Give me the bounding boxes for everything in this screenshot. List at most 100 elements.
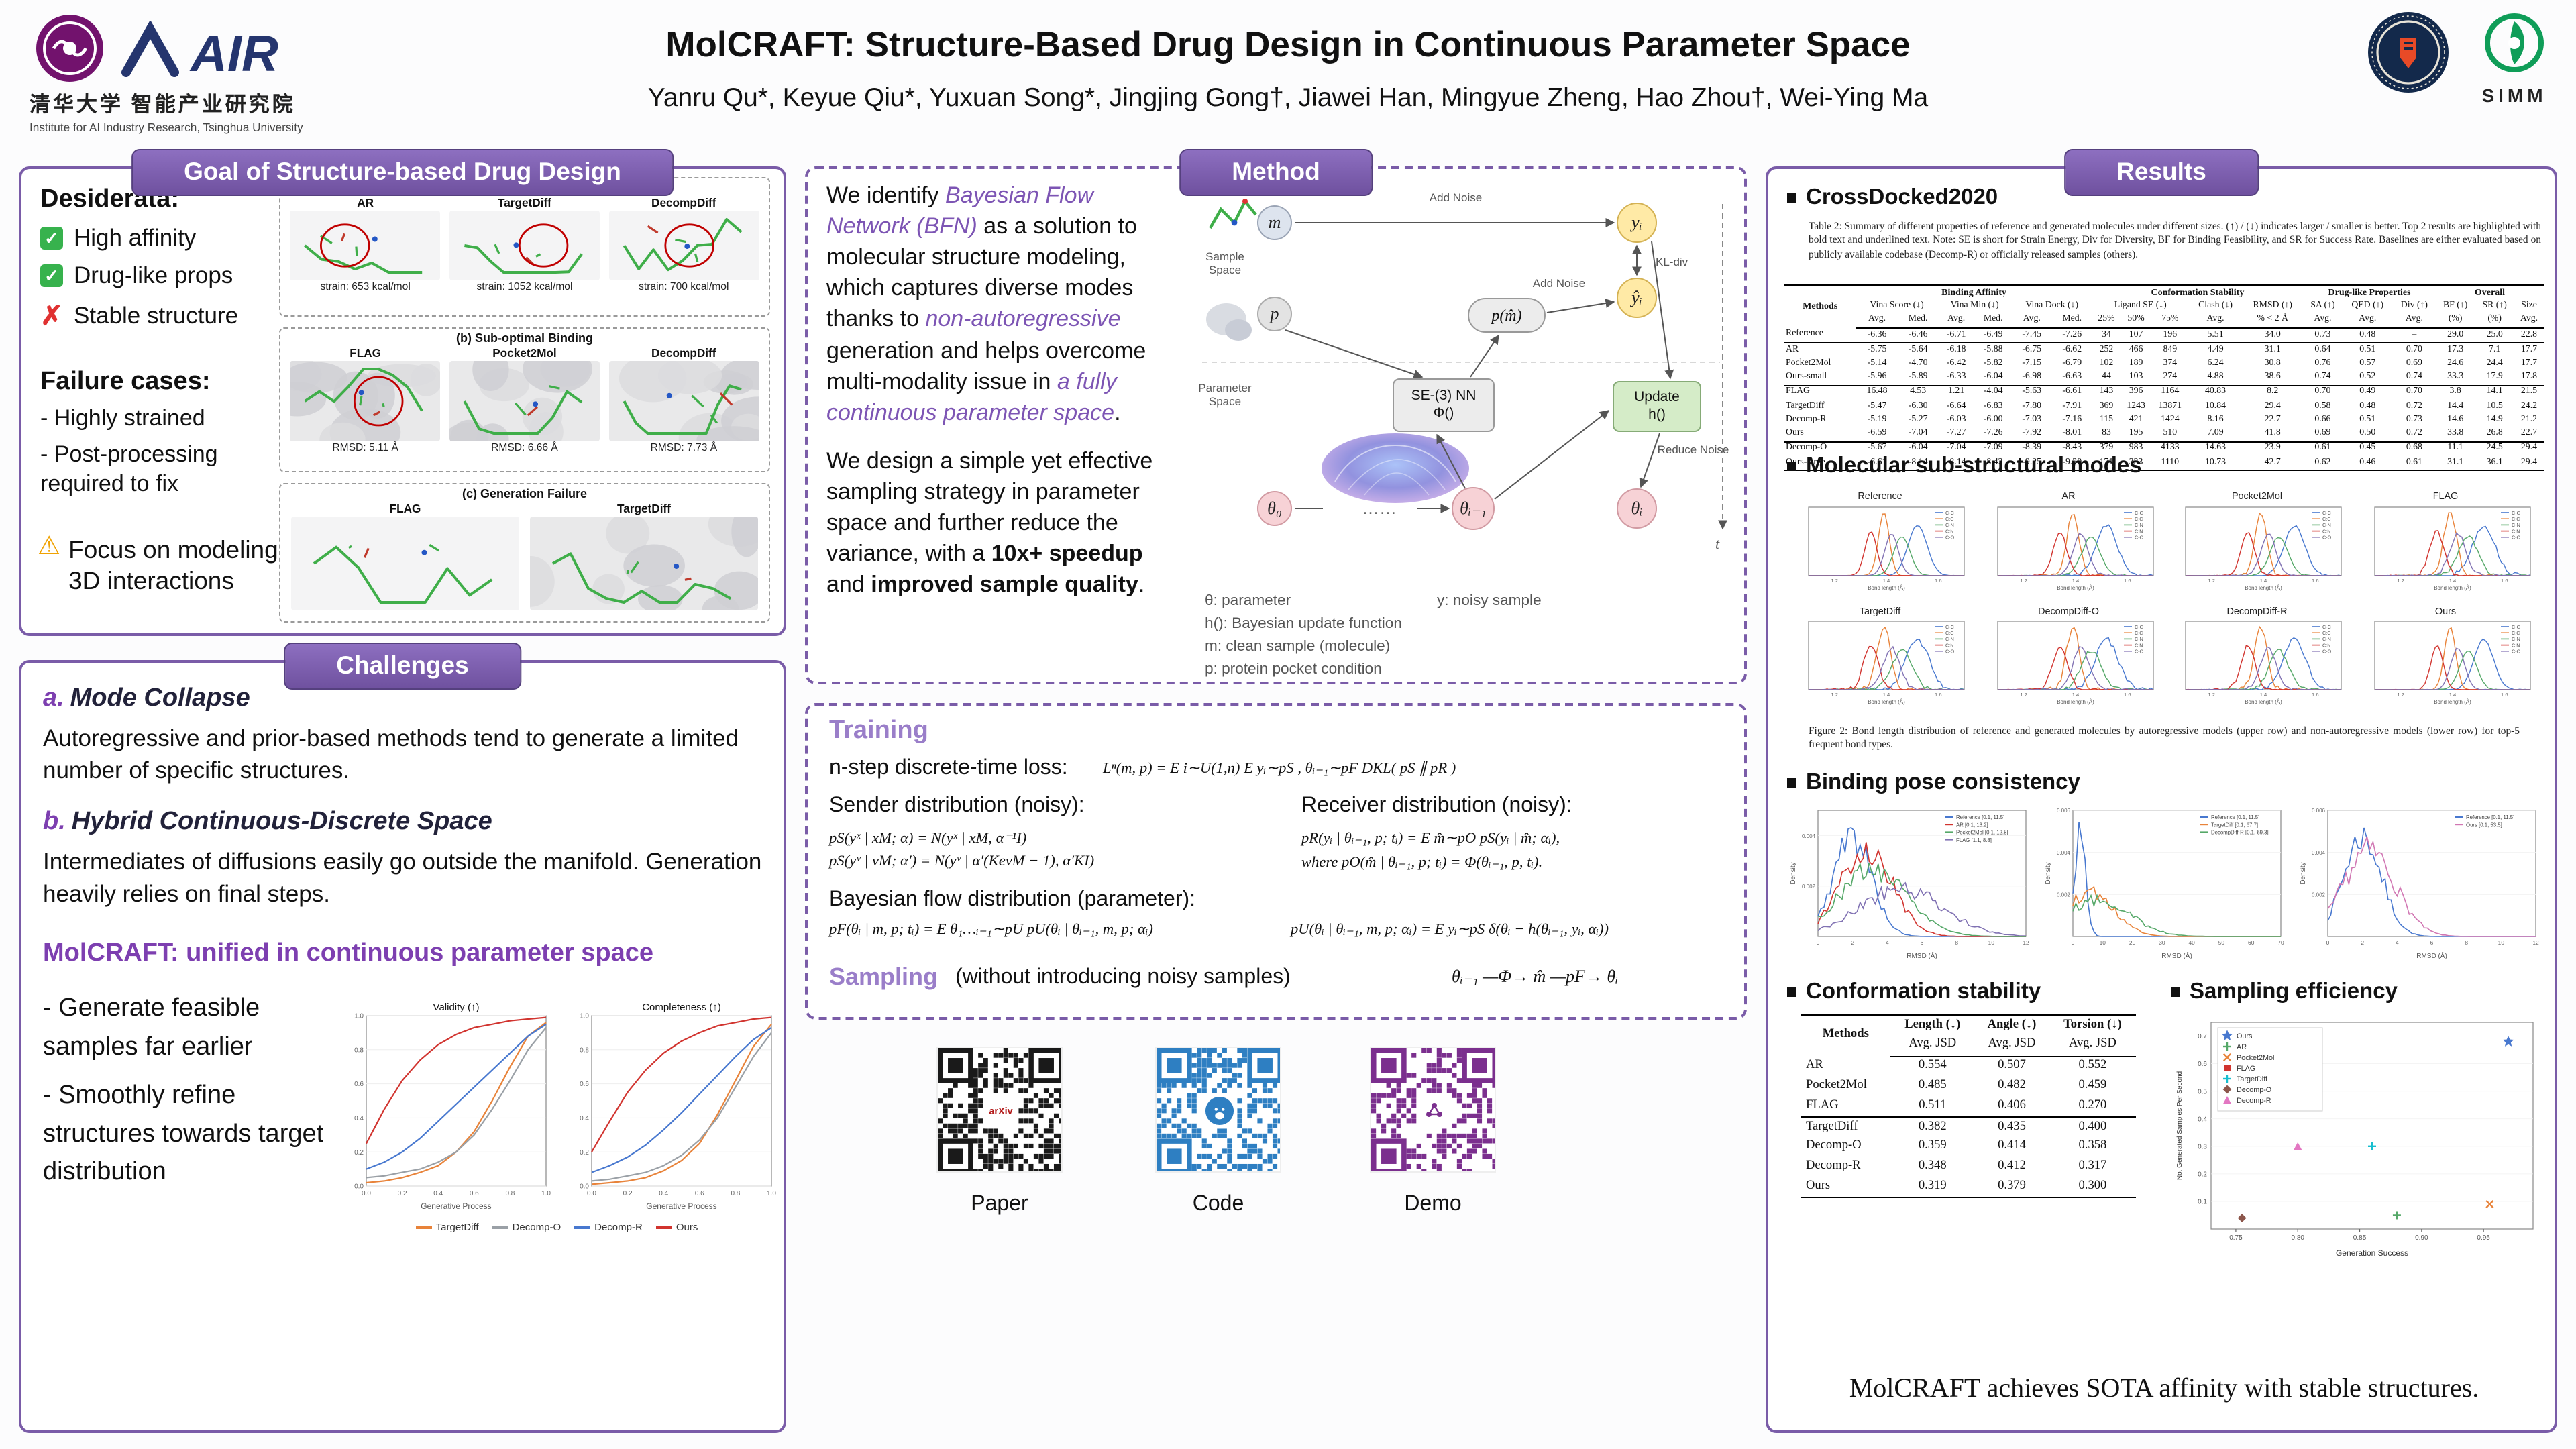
challenge-b-title: Hybrid Continuous-Discrete Space: [71, 808, 492, 836]
qr-code-label: Code: [1192, 1193, 1244, 1216]
table-cell: 0.69: [2406, 358, 2422, 368]
table-cell-method: FLAG: [1806, 1098, 1839, 1112]
table-cell-method: TargetDiff: [1786, 400, 1825, 411]
table-cell: 0.300: [2049, 1177, 2136, 1199]
table-cell: 4.88: [2207, 372, 2224, 382]
svg-text:Bond length (Å): Bond length (Å): [2057, 584, 2094, 590]
code-qr-code: [1155, 1046, 1283, 1174]
method-paragraph-1: We identify Bayesian Flow Network (BFN) …: [826, 180, 1183, 428]
molecule-image: [449, 211, 600, 281]
table-cell: 24.2: [2520, 400, 2538, 411]
table-cell: 23.9: [2242, 441, 2304, 456]
table-header-cell: Avg. JSD: [1890, 1035, 1975, 1057]
svg-text:C-O: C-O: [2512, 649, 2521, 655]
panel-title: DecompDiff-O: [2038, 604, 2099, 617]
legend-swatch: [492, 1226, 508, 1228]
svg-text:RMSD (Å): RMSD (Å): [1907, 951, 1937, 960]
svg-text:C-C: C-C: [2135, 624, 2143, 630]
section-crossdocked: CrossDocked2020: [1787, 185, 1998, 211]
table-cell: 0.70: [2392, 384, 2436, 400]
svg-text:C-C: C-C: [1946, 624, 1955, 630]
table-cell-method: Decomp-O: [1806, 1139, 1862, 1153]
method-paragraph-2: We design a simple yet effective samplin…: [826, 445, 1183, 600]
table-cell: 24.6: [2447, 358, 2464, 368]
table-cell: 16.48: [1856, 384, 1898, 400]
table-cell: 0.482: [1998, 1078, 2026, 1092]
svg-text:0.4: 0.4: [433, 1190, 443, 1197]
method-text: We identify Bayesian Flow Network (BFN) …: [826, 180, 1183, 618]
table-cell: -8.43: [2051, 441, 2092, 456]
sender-formula-1: pS(yˣ | xM; α) = N(yˣ | xM, α⁻¹I): [829, 830, 1027, 847]
update-symbol: h(): [1648, 407, 1666, 423]
table-cell: 171: [2092, 455, 2121, 471]
table-cell-method: Pocket2Mol: [1786, 358, 1831, 368]
svg-text:C-C: C-C: [2323, 624, 2332, 630]
table-cell: 0.379: [1974, 1177, 2049, 1199]
svg-text:8: 8: [1955, 939, 1958, 946]
figure-label: (c) Generation Failure: [462, 487, 588, 500]
figure-item-name: DecompDiff: [651, 346, 716, 360]
add-noise-label: Add Noise: [1532, 276, 1586, 290]
section-heading: Conformation stability: [1806, 979, 2041, 1004]
table-cell: 143: [2092, 384, 2121, 400]
table-cell: -5.63: [2011, 384, 2052, 400]
node-bayesian-update: Update h(): [1613, 381, 1701, 432]
table-cell: 10.73: [2188, 455, 2243, 471]
table-header-cell: Vina Min (↓): [1950, 301, 1999, 311]
demo-qr-code: [1370, 1046, 1497, 1174]
table-cell: 195: [2129, 428, 2143, 438]
challenge-a-label: a.: [43, 684, 64, 712]
svg-text:0.004: 0.004: [2057, 850, 2071, 856]
check-icon: ✓: [40, 227, 63, 250]
table-cell: 0.70: [2392, 342, 2436, 358]
svg-text:Density: Density: [2045, 862, 2052, 884]
table-cell-method: Reference: [1786, 329, 1823, 339]
table-cell: 17.3: [2435, 342, 2475, 358]
svg-text:Ours [0.1, 53.5]: Ours [0.1, 53.5]: [2466, 822, 2502, 828]
svg-text:AR [0.1, 13.2]: AR [0.1, 13.2]: [1956, 822, 1988, 828]
table-cell: -8.14: [1898, 455, 1938, 471]
bullet-icon: [1787, 193, 1796, 203]
table-cell: 0.270: [2078, 1098, 2107, 1112]
poster-authors: Yanru Qu*, Keyue Qiu*, Yuxuan Song*, Jin…: [647, 83, 1929, 113]
legend-column: y: noisy sample: [1437, 590, 1542, 682]
svg-text:1.0: 1.0: [767, 1190, 776, 1197]
molecule-image: [449, 361, 600, 442]
table-header-cell: 50%: [2121, 313, 2151, 329]
legend-label: Decomp-O: [512, 1221, 561, 1233]
svg-text:2: 2: [1851, 939, 1854, 946]
desideratum-item: ✗ Stable structure: [40, 299, 276, 333]
table-header-cell: SA (↑): [2310, 301, 2335, 311]
molecule-icon: [1209, 198, 1257, 229]
table-cell: 1164: [2151, 384, 2189, 400]
svg-text:0.0: 0.0: [362, 1190, 371, 1197]
svg-text:0.8: 0.8: [505, 1190, 515, 1197]
legend-entry: h(): Bayesian update function: [1205, 615, 1402, 632]
svg-text:C-O: C-O: [2512, 534, 2521, 540]
svg-text:Generation Success: Generation Success: [2336, 1248, 2408, 1258]
table-header-cell: Torsion (↓): [2049, 1014, 2136, 1036]
table-header-cell: (%): [2475, 313, 2514, 329]
table-cell: -8.42: [1974, 455, 2012, 471]
svg-text:10: 10: [2100, 939, 2106, 946]
svg-text:0.4: 0.4: [2198, 1116, 2207, 1123]
table-header-cell: 25%: [2092, 313, 2121, 329]
table-cell: 22.8: [2520, 329, 2538, 339]
svg-text:C-O: C-O: [2135, 534, 2144, 540]
table-cell: 38.6: [2264, 372, 2281, 382]
table-cell: 333: [2121, 455, 2151, 471]
table-cell: 0.48: [2359, 329, 2376, 339]
table-cell: -6.64: [1946, 400, 1966, 411]
air-logo-text: AIR: [189, 25, 278, 80]
diagram-legend: θ: parameter h(): Bayesian update functi…: [1205, 590, 1542, 682]
